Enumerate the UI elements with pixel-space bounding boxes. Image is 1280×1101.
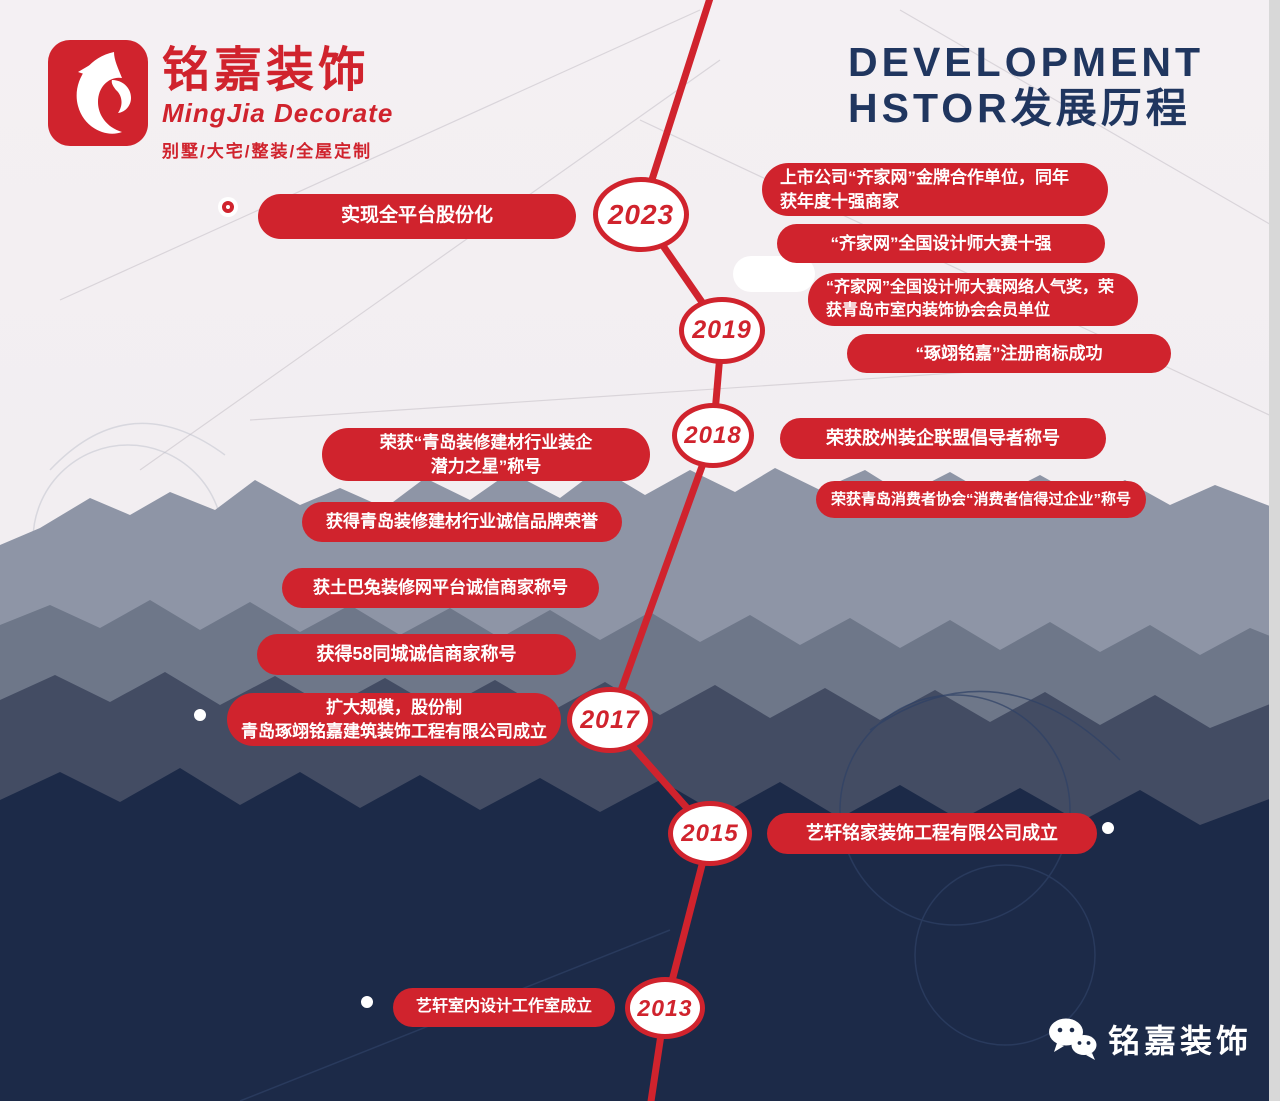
wechat-account-name: 铭嘉装饰 <box>1108 1023 1253 1059</box>
year-node-2023: 2023 <box>593 177 689 252</box>
milestone-pill-1: 上市公司“齐家网”金牌合作单位，同年 获年度十强商家 <box>762 163 1108 216</box>
milestone-pill-10: 获得58同城诚信商家称号 <box>257 634 576 675</box>
milestone-pill-2: “齐家网”全国设计师大赛十强 <box>777 224 1105 263</box>
bullet-dot-2017 <box>194 709 206 721</box>
brand-tagline: 别墅/大宅/整装/全屋定制 <box>162 142 373 162</box>
watermark-sketch-left <box>32 422 231 636</box>
milestone-pill-8: 获得青岛装修建材行业诚信品牌荣誉 <box>302 502 622 542</box>
milestone-pill-7: 荣获青岛消费者协会“消费者信得过企业”称号 <box>816 481 1146 518</box>
phoenix-bird-icon <box>76 52 131 134</box>
bullet-dot-2013 <box>361 996 373 1008</box>
title-line-2: HSTOR发展历程 <box>848 84 1191 131</box>
brand-logo-icon <box>48 40 148 146</box>
brand-name-cn: 铭嘉装饰 <box>162 44 371 97</box>
brand-name-en: MingJia Decorate <box>162 98 394 129</box>
right-edge-strip <box>1269 0 1280 1101</box>
year-node-2015: 2015 <box>668 801 752 866</box>
year-node-2019: 2019 <box>679 297 765 364</box>
milestone-pill-6: 荣获胶州装企联盟倡导者称号 <box>780 418 1106 459</box>
wechat-icon <box>1048 1017 1098 1061</box>
milestone-pill-9: 获土巴兔装修网平台诚信商家称号 <box>282 568 599 608</box>
brand-text-block: 铭嘉装饰 MingJia Decorate 别墅/大宅/整装/全屋定制 <box>162 40 393 162</box>
milestone-pill-12: 艺轩铭家装饰工程有限公司成立 <box>767 813 1097 854</box>
year-node-2017: 2017 <box>567 687 653 753</box>
milestone-pill-4: “琢翊铭嘉”注册商标成功 <box>847 334 1171 373</box>
bullet-dot-2023 <box>222 201 234 213</box>
milestone-pill-11: 扩大规模，股份制 青岛琢翊铭嘉建筑装饰工程有限公司成立 <box>227 693 561 746</box>
watermark-sketch-right <box>239 690 1121 1101</box>
title-line-1: DEVELOPMENT <box>848 39 1205 85</box>
milestone-pill-3: “齐家网”全国设计师大赛网络人气奖，荣 获青岛市室内装饰协会会员单位 <box>808 273 1138 326</box>
year-node-2018: 2018 <box>672 403 754 468</box>
page-title: DEVELOPMENT HSTOR发展历程 <box>848 39 1205 132</box>
milestone-pill-5: 荣获“青岛装修建材行业装企 潜力之星”称号 <box>322 428 650 481</box>
milestone-pill-0: 实现全平台股份化 <box>258 194 576 239</box>
bullet-dot-2015 <box>1102 822 1114 834</box>
milestone-pill-13: 艺轩室内设计工作室成立 <box>393 988 615 1027</box>
wechat-footer: 铭嘉装饰 <box>1048 1016 1252 1062</box>
brand-logo: 铭嘉装饰 MingJia Decorate 别墅/大宅/整装/全屋定制 <box>48 40 393 162</box>
year-node-2013: 2013 <box>625 977 705 1039</box>
